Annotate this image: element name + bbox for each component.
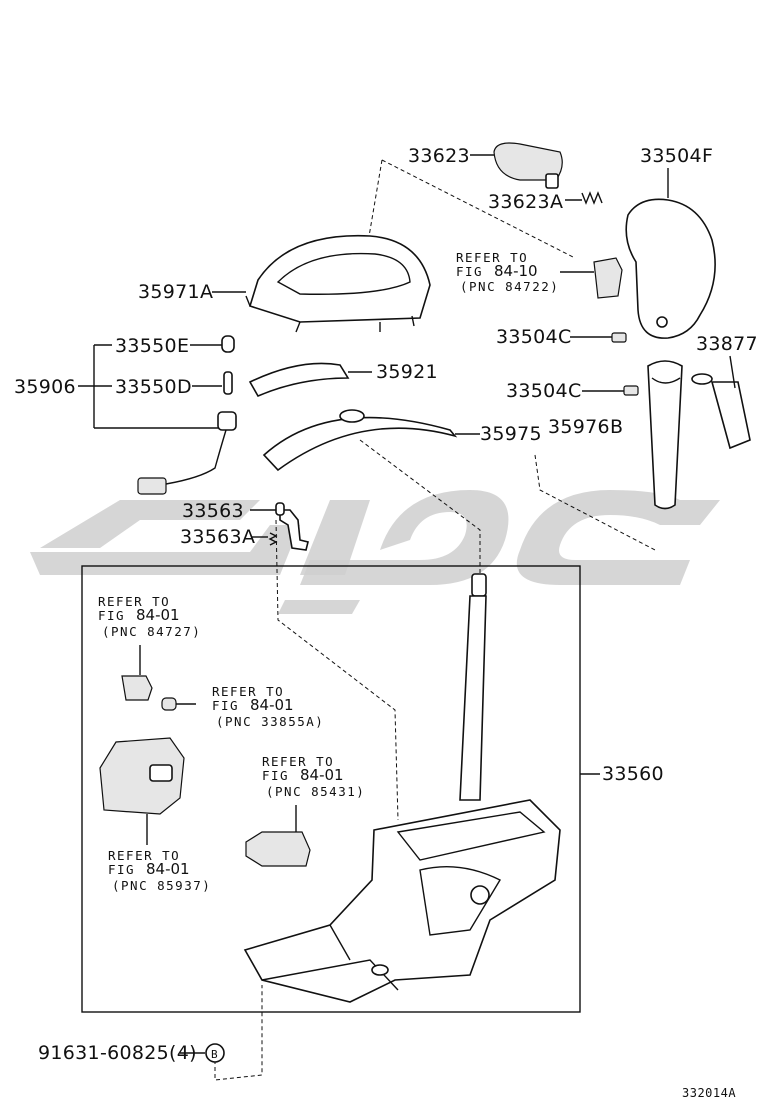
refer-fignum: 84-01 — [250, 696, 294, 714]
shift-bezel — [212, 234, 431, 333]
slide-plate-35975 — [262, 409, 480, 472]
watermark-logo — [30, 490, 720, 614]
refer-pnc: (PNC 85937) — [112, 878, 211, 893]
refer-pnc: (PNC 84722) — [460, 279, 559, 294]
label-33623A: 33623A — [488, 191, 563, 213]
stopper-33563 — [250, 502, 309, 551]
refer-line1: REFER TO — [108, 848, 180, 863]
callout-b-label: B — [211, 1048, 218, 1061]
solenoid-85937 — [99, 737, 185, 845]
button-spring — [565, 191, 603, 205]
refer-pnc: (PNC 85431) — [266, 784, 365, 799]
label-35976B: 35976B — [548, 416, 623, 438]
label-33550D: 33550D — [115, 376, 192, 398]
assembly-frame — [81, 565, 581, 1013]
label-33550E: 33550E — [115, 335, 189, 357]
label-33560: 33560 — [602, 763, 664, 785]
refer-line1: REFER TO — [98, 594, 170, 609]
label-35906: 35906 — [14, 376, 76, 398]
release-button — [470, 142, 563, 189]
label-33504F: 33504F — [640, 145, 713, 167]
refer-block-85431: REFER TO FIG 84-01 (PNC 85431) — [262, 754, 365, 799]
refer-fignum: 84-01 — [300, 766, 344, 784]
refer-pnc: (PNC 84727) — [102, 624, 201, 639]
label-33504C-top: 33504C — [496, 326, 572, 348]
refer-line1: REFER TO — [212, 684, 284, 699]
label-33623: 33623 — [408, 145, 470, 167]
refer-fig: FIG — [212, 698, 239, 713]
alignment-lines — [214, 159, 656, 1081]
indicator-part-84722 — [560, 257, 623, 299]
refer-fignum: 84-10 — [494, 262, 538, 280]
refer-line1: REFER TO — [456, 250, 528, 265]
refer-block-84722: REFER TO FIG 84-10 (PNC 84722) — [456, 250, 559, 294]
sensor-84727 — [121, 645, 153, 701]
switch-85431 — [245, 805, 311, 867]
screw-bottom — [582, 385, 639, 396]
refer-fignum: 84-01 — [136, 606, 180, 624]
callout-b-circle — [205, 1043, 225, 1063]
label-tag — [691, 355, 751, 450]
refer-fig: FIG — [108, 862, 135, 877]
refer-fig: FIG — [262, 768, 289, 783]
label-33563A: 33563A — [180, 526, 255, 548]
shift-knob — [625, 168, 716, 339]
label-33877: 33877 — [696, 333, 758, 355]
screw-top — [570, 332, 627, 343]
refer-line1: REFER TO — [262, 754, 334, 769]
refer-block-33855A: REFER TO FIG 84-01 (PNC 33855A) — [212, 684, 324, 729]
label-91631: 91631-60825(4) — [38, 1042, 197, 1064]
label-35921: 35921 — [376, 361, 438, 383]
refer-pnc: (PNC 33855A) — [216, 714, 324, 729]
harness-35906 — [78, 335, 237, 495]
refer-block-85937: REFER TO FIG 84-01 (PNC 85937) — [108, 848, 211, 893]
bolt-33855A — [161, 697, 196, 711]
label-33504C-bottom: 33504C — [506, 380, 582, 402]
refer-fig: FIG — [98, 608, 125, 623]
label-35975: 35975 — [480, 423, 542, 445]
refer-block-84727: REFER TO FIG 84-01 (PNC 84727) — [98, 594, 201, 639]
label-35971A: 35971A — [138, 281, 213, 303]
refer-fig: FIG — [456, 264, 483, 279]
label-33563: 33563 — [182, 500, 244, 522]
shift-lever-assembly — [243, 573, 561, 1003]
refer-fignum: 84-01 — [146, 860, 190, 878]
shift-lever-rod — [647, 360, 683, 510]
shift-cover-35921 — [248, 362, 372, 398]
figure-code: 332014A — [682, 1086, 736, 1100]
